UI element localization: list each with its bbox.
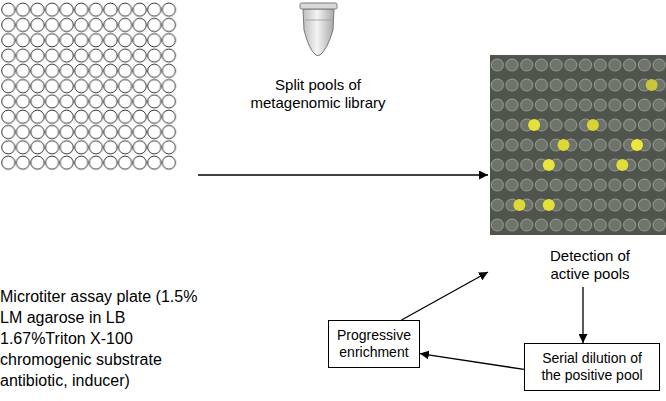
node-text: Microtiter assay plate (1.5% LM agarose … — [0, 286, 198, 391]
plate-node: Microtiter assay plate (1.5% LM agarose … — [0, 2, 198, 391]
photo-node: Detection of active pools — [488, 55, 666, 287]
arrow-connector — [582, 287, 583, 343]
node-text: Progressive enrichment — [337, 327, 411, 361]
arrow-connector — [198, 174, 488, 175]
node-text: Detection of active pools — [540, 247, 640, 283]
node-text: Serial dilution of the positive pool — [533, 350, 651, 384]
arrow-connector — [420, 354, 524, 370]
arrow-connector — [402, 272, 488, 320]
process-box: Serial dilution of the positive pool — [524, 343, 660, 391]
tube-icon — [300, 3, 337, 56]
microtiter-plate — [1, 2, 176, 170]
assay-photo — [490, 55, 666, 235]
node-text: Split pools of metagenomic library — [248, 76, 388, 112]
tube-node: Split pools of metagenomic library — [248, 0, 388, 112]
process-box: Progressive enrichment — [328, 320, 420, 368]
